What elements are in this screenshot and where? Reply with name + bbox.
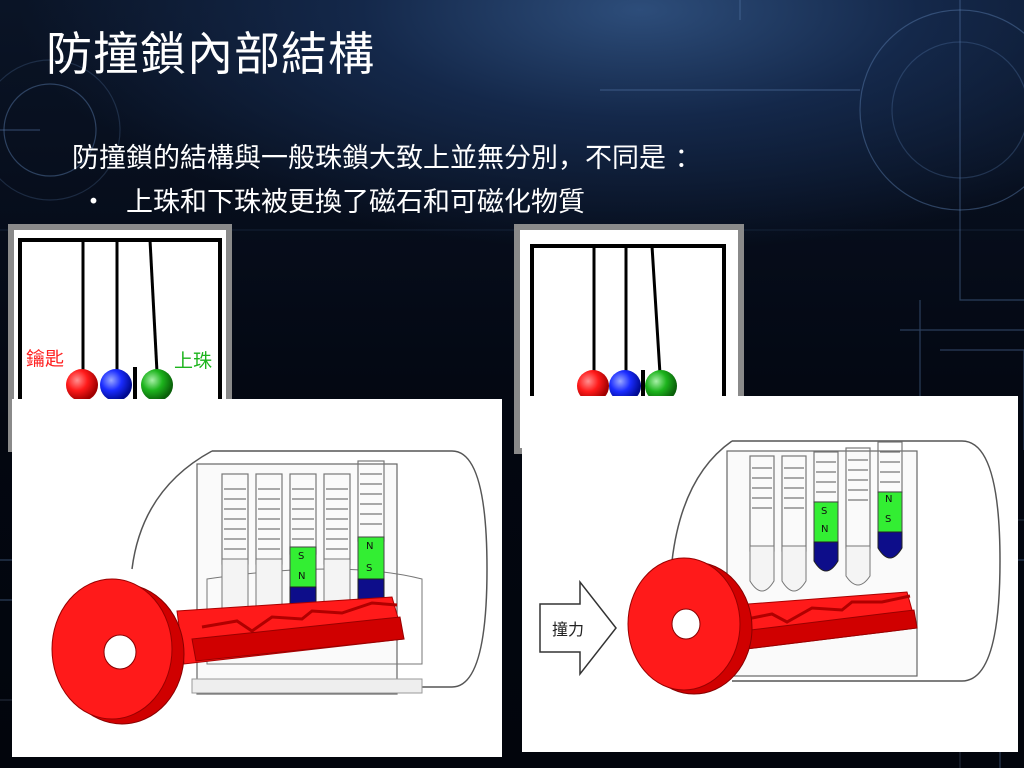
pin-4	[845, 545, 871, 586]
magnet-pin-left	[813, 501, 839, 543]
pin-left-bottom-pole: N	[298, 571, 306, 582]
upper-ball	[141, 369, 173, 401]
pin-right-top-pole: N	[366, 541, 374, 552]
magnet-bar	[133, 367, 137, 404]
key-ball	[577, 370, 609, 402]
pin-right-bottom-pole: S	[885, 514, 892, 525]
upper-ball-label: 上珠	[174, 350, 213, 372]
bullet-symbol: ・	[80, 187, 107, 218]
magnet-pin-right	[357, 536, 385, 580]
impact-arrow	[539, 579, 617, 677]
magnet-bar	[641, 370, 645, 404]
string-3	[148, 239, 159, 373]
upper-ball	[645, 370, 677, 402]
magnet-pin-left-lower	[813, 541, 839, 572]
intro-text: 防撞鎖的結構與一般珠鎖大致上並無分別，不同是 ：	[72, 143, 702, 174]
lower-ball	[100, 369, 132, 401]
pendulum-frame	[18, 238, 222, 440]
string-3	[650, 245, 662, 375]
slide-title: 防撞鎖內部結構	[46, 27, 375, 81]
key-hole	[671, 608, 701, 640]
key-ball	[66, 369, 98, 401]
magnet-pin-right-lower	[877, 531, 903, 559]
bullet-item: ・上珠和下珠被更換了磁石和可磁化物質	[80, 180, 585, 219]
lock-diagram-key-inserted: S N N S	[12, 399, 502, 757]
bullet-text: 上珠和下珠被更換了磁石和可磁化物質	[126, 187, 585, 218]
key-hole	[103, 634, 137, 670]
key-label: 鑰匙	[26, 348, 65, 370]
pin-1	[749, 545, 775, 592]
lower-ball	[609, 370, 641, 402]
pendulum-frame	[530, 244, 726, 442]
pin-left-top-pole: S	[821, 506, 828, 517]
lock-diagram-impact: S N N S 撞力	[522, 396, 1018, 752]
pin-2	[781, 545, 807, 592]
pin-right-top-pole: N	[885, 494, 893, 505]
impact-label: 撞力	[552, 620, 585, 639]
pin-right-bottom-pole: S	[366, 563, 373, 574]
pin-left-bottom-pole: N	[821, 524, 829, 535]
pin-left-top-pole: S	[298, 551, 305, 562]
